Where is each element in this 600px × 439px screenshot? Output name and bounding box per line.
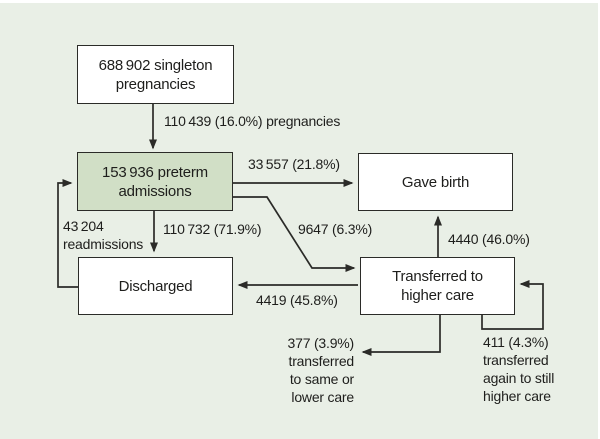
label-line: transferred xyxy=(288,353,355,369)
arrow-readmissions-loop xyxy=(57,179,78,288)
label-readmissions: 43 204 readmissions xyxy=(63,217,143,253)
label-line: to same or xyxy=(289,371,354,387)
arrow-preterm-to-transferred xyxy=(233,196,356,272)
box-singleton-pregnancies: 688 902 singleton pregnancies xyxy=(77,45,234,104)
box-transferred-higher-care: Transferred to higher care xyxy=(360,257,515,315)
label-transfer-gave-birth: 4440 (46.0%) xyxy=(448,231,530,247)
label-transferred-again-higher: 411 (4.3%) transferred again to still hi… xyxy=(483,333,554,405)
label-line: higher care xyxy=(483,388,551,404)
box-label-line: higher care xyxy=(401,287,474,304)
label-line: 43 204 xyxy=(63,218,104,234)
label-line: transferred xyxy=(483,352,549,368)
label-gave-birth-flow: 33 557 (21.8%) xyxy=(248,156,340,172)
arrow-transferred-to-lower-care xyxy=(361,315,441,356)
box-discharged: Discharged xyxy=(78,257,233,315)
label-transfer-flow: 9647 (6.3%) xyxy=(298,221,373,237)
box-label-line: admissions xyxy=(118,182,192,200)
label-admitted-pregnancies: 110 439 (16.0%) pregnancies xyxy=(164,113,341,129)
label-line: readmissions xyxy=(63,236,144,252)
box-label-line: Transferred to xyxy=(392,268,483,285)
box-label-line: 688 902 singleton xyxy=(98,56,213,74)
box-label-line: Gave birth xyxy=(401,173,470,191)
box-preterm-admissions: 153 936 preterm admissions xyxy=(77,152,233,211)
label-transferred-lower-care: 377 (3.9%) transferred to same or lower … xyxy=(262,334,355,406)
right-white-edge xyxy=(598,0,600,439)
label-discharged-flow: 110 732 (71.9%) xyxy=(163,221,262,237)
top-white-edge xyxy=(0,0,600,3)
label-line: lower care xyxy=(291,389,354,405)
box-label-line: Discharged xyxy=(118,277,193,295)
box-gave-birth: Gave birth xyxy=(358,153,513,211)
label-line: again to still xyxy=(483,370,555,386)
label-line: 377 (3.9%) xyxy=(287,335,355,351)
box-label-line: pregnancies xyxy=(115,75,196,93)
arrow-transferred-again-loop xyxy=(481,280,544,330)
box-label-line: 153 936 preterm xyxy=(102,163,208,181)
label-transfer-discharged: 4419 (45.8%) xyxy=(256,292,338,308)
label-line: 411 (4.3%) xyxy=(483,334,549,350)
